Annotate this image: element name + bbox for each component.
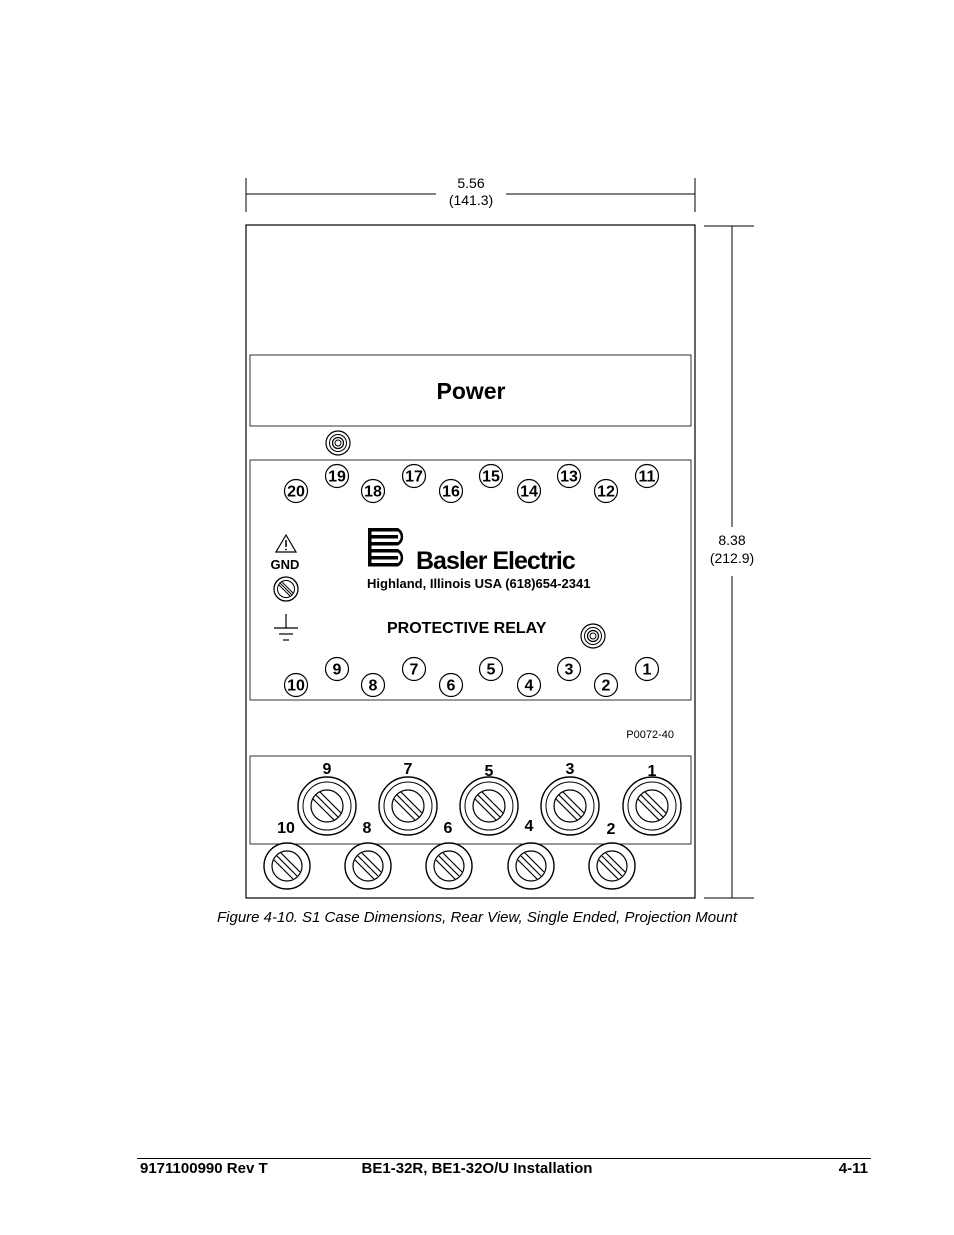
terminal-number: 11 xyxy=(639,469,656,486)
screw-terminal-row-top: 9 7 5 3 1 xyxy=(297,761,682,836)
terminal-number: 5 xyxy=(487,662,496,679)
terminal-marker: 6 xyxy=(438,672,464,698)
gnd-label: GND xyxy=(271,557,300,572)
lower-terminal-row-top: 9 7 5 3 1 xyxy=(324,656,660,682)
screw-terminal-number: 3 xyxy=(566,761,575,778)
width-dimension: 5.56 (141.3) xyxy=(245,175,696,212)
terminal-number: 7 xyxy=(410,662,419,679)
footer-doc-number: 9171100990 Rev T xyxy=(140,1160,268,1177)
screw-terminal-number: 10 xyxy=(277,820,295,837)
terminal-number: 8 xyxy=(369,678,378,695)
terminal-number: 1 xyxy=(643,662,652,679)
terminal-marker: 14 xyxy=(516,478,542,504)
terminal-marker: 19 xyxy=(324,463,350,489)
height-dimension: 8.38 (212.9) xyxy=(704,225,754,899)
terminal-number: 6 xyxy=(447,678,456,695)
part-code: P0072-40 xyxy=(626,729,674,741)
upper-terminal-row-top: 19 17 15 13 11 xyxy=(324,463,660,489)
terminal-marker: 10 xyxy=(283,672,309,698)
footer-page-number: 4-11 xyxy=(838,1160,868,1177)
screw-terminal-icon xyxy=(263,842,311,890)
footer-rule xyxy=(137,1158,871,1159)
height-inches: 8.38 xyxy=(718,532,745,548)
terminal-number: 18 xyxy=(364,484,382,501)
terminal-marker: 13 xyxy=(556,463,582,489)
screw-terminal-number: 1 xyxy=(648,763,657,780)
screw-terminal-number: 6 xyxy=(444,820,453,837)
nameplate-box xyxy=(249,459,692,701)
ground-symbol-icon xyxy=(274,614,298,641)
screw-terminal-number: 7 xyxy=(404,761,413,778)
terminal-number: 19 xyxy=(328,469,346,486)
basler-b-logo-icon xyxy=(368,528,404,567)
terminal-marker: 1 xyxy=(634,656,660,682)
screw-terminal-number: 2 xyxy=(607,821,616,838)
product-name: PROTECTIVE RELAY xyxy=(387,620,547,637)
terminal-marker: 9 xyxy=(324,656,350,682)
terminal-marker: 15 xyxy=(478,463,504,489)
terminal-number: 4 xyxy=(525,678,534,695)
terminal-number: 3 xyxy=(565,662,574,679)
terminal-number: 16 xyxy=(442,484,460,501)
terminal-number: 13 xyxy=(560,469,578,486)
screw-terminal-row-bottom: 10 8 6 4 2 xyxy=(263,818,636,890)
power-label: Power xyxy=(436,378,505,404)
terminal-marker: 4 xyxy=(516,672,542,698)
terminal-block-box xyxy=(249,755,692,845)
width-millimeters: (141.3) xyxy=(449,192,493,208)
screw-terminal-icon xyxy=(344,842,392,890)
terminal-marker: 5 xyxy=(478,656,504,682)
terminal-number: 2 xyxy=(602,678,611,695)
indicator-led-upper xyxy=(325,430,351,456)
lower-terminal-row-bottom: 10 8 6 4 2 xyxy=(283,672,619,698)
screw-terminal-number: 5 xyxy=(485,763,494,780)
screw-terminal-number: 8 xyxy=(363,820,372,837)
footer-title: BE1-32R, BE1-32O/U Installation xyxy=(361,1160,593,1177)
screw-terminal-icon xyxy=(459,776,519,836)
terminal-marker: 11 xyxy=(634,463,660,489)
terminal-number: 17 xyxy=(405,469,423,486)
brand-address: Highland, Illinois USA (618)654-2341 xyxy=(367,576,590,591)
screw-terminal-number: 9 xyxy=(323,761,332,778)
figure-caption: Figure 4-10. S1 Case Dimensions, Rear Vi… xyxy=(217,909,737,926)
screw-terminal-icon xyxy=(425,842,473,890)
gnd-screw-icon xyxy=(273,576,299,602)
screw-terminal-icon xyxy=(588,842,636,890)
warning-triangle-icon xyxy=(274,533,298,553)
terminal-number: 9 xyxy=(333,662,342,679)
terminal-number: 15 xyxy=(482,469,500,486)
screw-terminal-icon xyxy=(378,776,438,836)
power-label-box xyxy=(249,354,692,427)
terminal-marker: 18 xyxy=(360,478,386,504)
terminal-number: 20 xyxy=(287,484,305,501)
terminal-marker: 3 xyxy=(556,656,582,682)
terminal-marker: 8 xyxy=(360,672,386,698)
brand-name: Basler Electric xyxy=(416,547,576,575)
upper-terminal-row-bottom: 20 18 16 14 12 xyxy=(283,478,619,504)
terminal-marker: 2 xyxy=(593,672,619,698)
terminal-marker: 12 xyxy=(593,478,619,504)
screw-terminal-icon xyxy=(622,776,682,836)
screw-terminal-icon xyxy=(297,776,357,836)
width-inches: 5.56 xyxy=(457,175,484,191)
terminal-number: 12 xyxy=(597,484,615,501)
indicator-led-lower xyxy=(580,623,606,649)
terminal-marker: 17 xyxy=(401,463,427,489)
height-millimeters: (212.9) xyxy=(710,550,754,566)
terminal-marker: 16 xyxy=(438,478,464,504)
screw-terminal-number: 4 xyxy=(525,818,534,835)
terminal-number: 14 xyxy=(520,484,538,501)
screw-terminal-icon xyxy=(540,776,600,836)
case-outline xyxy=(245,224,696,899)
screw-terminal-icon xyxy=(507,842,555,890)
terminal-number: 10 xyxy=(287,678,305,695)
terminal-marker: 20 xyxy=(283,478,309,504)
terminal-marker: 7 xyxy=(401,656,427,682)
